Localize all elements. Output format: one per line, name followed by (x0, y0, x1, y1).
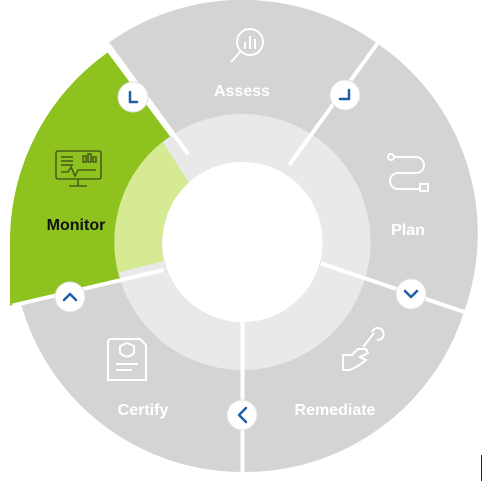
chevron-icon (62, 292, 78, 302)
magnifier-chart-icon (230, 28, 264, 63)
certificate-scroll-icon (107, 338, 147, 381)
chevron-icon (403, 289, 419, 299)
inner-ring-active (114, 141, 191, 273)
chevron-icon (338, 88, 351, 101)
arrow-button-assess-to-plan[interactable] (329, 79, 361, 111)
segment-label-monitor: Monitor (47, 217, 106, 234)
arrow-button-certify-to-monitor[interactable] (54, 281, 86, 313)
arrow-button-plan-to-remediate[interactable] (395, 278, 427, 310)
edge-marker (481, 455, 482, 481)
segment-label-remediate: Remediate (295, 402, 376, 419)
monitor-dashboard-icon (55, 150, 102, 187)
segment-label-plan: Plan (391, 222, 425, 239)
chevron-icon (128, 90, 139, 104)
arrow-button-monitor-to-assess[interactable] (117, 81, 149, 113)
segment-label-assess: Assess (214, 83, 270, 100)
roadmap-path-icon (387, 153, 429, 192)
arrow-button-remediate-to-certify[interactable] (226, 399, 258, 431)
hand-wrench-icon (342, 327, 385, 371)
segment-assess[interactable] (107, 0, 378, 165)
segment-label-certify: Certify (118, 402, 169, 419)
center-hole (162, 162, 323, 322)
chevron-icon (237, 406, 248, 424)
